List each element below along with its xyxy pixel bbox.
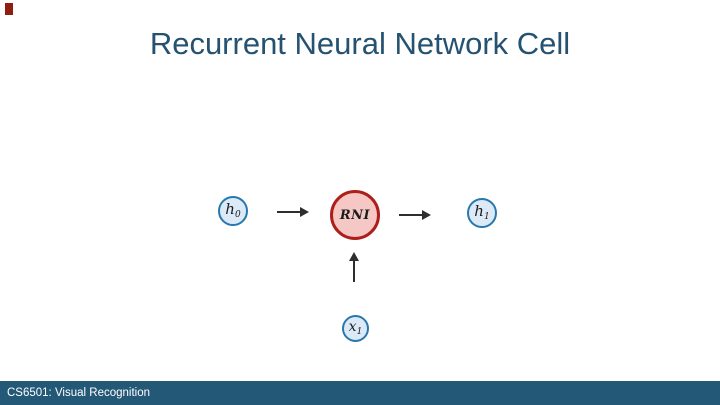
node-x1: x1 <box>342 315 369 342</box>
node-h0: h0 <box>218 196 248 226</box>
arrow-h0-to-rnn-icon <box>277 207 309 217</box>
node-h1: h1 <box>467 198 497 228</box>
node-h1-label: h1 <box>474 202 490 222</box>
node-h0-label: h0 <box>225 200 241 220</box>
slide-title: Recurrent Neural Network Cell <box>149 26 571 61</box>
node-rnn-cell: RNI <box>330 190 380 240</box>
footer-course-label: CS6501: Visual Recognition <box>7 387 150 399</box>
arrow-x1-to-rnn-icon <box>349 252 359 282</box>
node-x1-label: x1 <box>348 319 363 337</box>
corner-accent-mark <box>5 3 13 15</box>
arrow-rnn-to-h1-icon <box>399 210 431 220</box>
footer-bar: CS6501: Visual Recognition <box>0 381 720 405</box>
node-rnn-label: RNI <box>339 207 371 223</box>
